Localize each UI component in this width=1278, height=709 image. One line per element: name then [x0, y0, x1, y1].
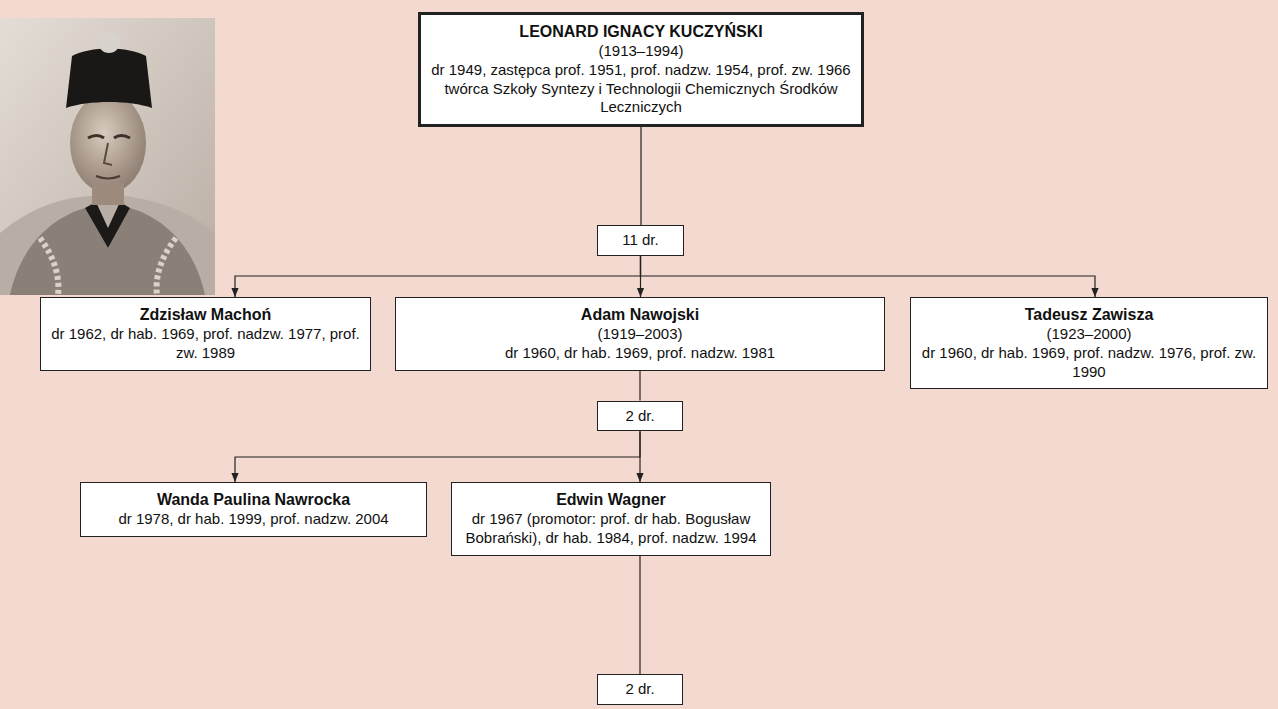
person-box: Edwin Wagnerdr 1967 (promotor: prof. dr …: [451, 482, 771, 556]
connector-arrow: [641, 256, 1096, 297]
node-text: dr 1962, dr hab. 1969, prof. nadzw. 1977…: [51, 325, 360, 363]
connector-line: [640, 127, 641, 225]
node-text: (1923–2000): [921, 325, 1257, 344]
connector-line: [639, 371, 640, 401]
connector-arrow: [235, 431, 640, 482]
person-box: Zdzisław Machońdr 1962, dr hab. 1969, pr…: [40, 297, 371, 371]
count-box: 11 dr.: [597, 225, 684, 256]
connector-arrow: [639, 431, 640, 482]
person-name: Zdzisław Machoń: [51, 305, 360, 325]
node-text: dr 1960, dr hab. 1969, prof. nadzw. 1976…: [921, 344, 1257, 382]
node-text: (1919–2003): [406, 325, 874, 344]
person-box: Wanda Paulina Nawrockadr 1978, dr hab. 1…: [80, 482, 427, 537]
node-text: dr 1960, dr hab. 1969, prof. nadzw. 1981: [406, 344, 874, 363]
count-box: 2 dr.: [597, 674, 683, 705]
connector-arrow: [235, 256, 641, 297]
person-box: LEONARD IGNACY KUCZYŃSKI(1913–1994)dr 19…: [418, 12, 864, 127]
person-name: Adam Nawojski: [406, 305, 874, 325]
person-name: Edwin Wagner: [462, 490, 760, 510]
node-text: 11 dr.: [604, 231, 677, 250]
person-box: Tadeusz Zawisza(1923–2000)dr 1960, dr ha…: [910, 297, 1268, 389]
node-text: dr 1949, zastępca prof. 1951, prof. nadz…: [431, 61, 851, 80]
count-box: 2 dr.: [597, 401, 683, 432]
node-text: (1913–1994): [431, 42, 851, 61]
node-text: 2 dr.: [604, 680, 676, 699]
person-box: Adam Nawojski(1919–2003)dr 1960, dr hab.…: [395, 297, 885, 371]
connector-line: [639, 556, 640, 675]
node-text: dr 1978, dr hab. 1999, prof. nadzw. 2004: [91, 510, 416, 529]
node-text: dr 1967 (promotor: prof. dr hab. Bogusła…: [462, 510, 760, 548]
node-text: twórca Szkoły Syntezy i Technologii Chem…: [431, 80, 851, 118]
portrait-photo: [0, 18, 215, 295]
person-name: Tadeusz Zawisza: [921, 305, 1257, 325]
node-text: 2 dr.: [604, 407, 676, 426]
person-name: LEONARD IGNACY KUCZYŃSKI: [431, 22, 851, 42]
person-name: Wanda Paulina Nawrocka: [91, 490, 416, 510]
